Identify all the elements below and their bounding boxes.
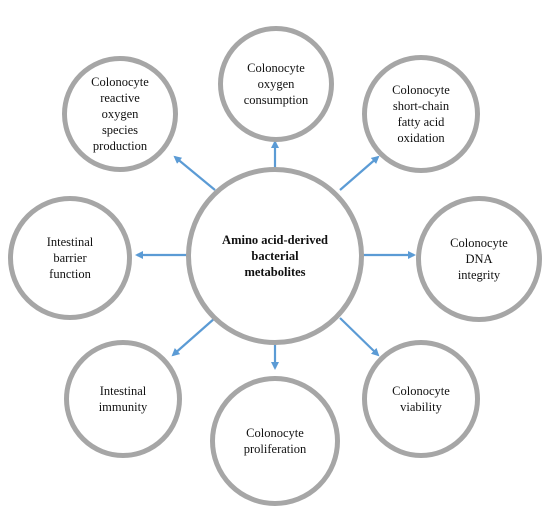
node-ros-line-2: reactive: [100, 91, 140, 105]
node-viability-line-2: viability: [400, 400, 442, 414]
node-ros-line-3: oxygen: [101, 107, 139, 121]
node-dna-line-3: integrity: [457, 268, 501, 282]
node-barrier-line-1: Intestinal: [46, 235, 94, 249]
node-proliferation-line-1: Colonocyte: [246, 426, 304, 440]
node-ros-line-1: Colonocyte: [91, 75, 149, 89]
center-line-2: bacterial: [251, 249, 299, 263]
node-immunity-line-2: immunity: [98, 400, 148, 414]
node-scfa-oxidation: Colonocyte short-chain fatty acid oxidation: [362, 55, 480, 173]
node-scfa-line-2: short-chain: [392, 99, 450, 113]
node-scfa-line-1: Colonocyte: [392, 83, 450, 97]
node-colonocyte-proliferation: Colonocyte proliferation: [210, 376, 340, 506]
node-colonocyte-viability: Colonocyte viability: [362, 340, 480, 458]
arrow-to-ros: [173, 155, 216, 191]
node-scfa-line-3: fatty acid: [397, 115, 445, 129]
node-oxygen-line-3: consumption: [243, 93, 309, 107]
node-viability-line-1: Colonocyte: [392, 384, 450, 398]
center-line-3: metabolites: [244, 265, 306, 279]
node-oxygen-line-1: Colonocyte: [247, 61, 305, 75]
node-intestinal-immunity: Intestinal immunity: [64, 340, 182, 458]
node-immunity-line-1: Intestinal: [99, 384, 147, 398]
node-dna-line-2: DNA: [465, 252, 493, 266]
arrow-to-scfa: [339, 155, 380, 191]
node-oxygen-line-2: oxygen: [257, 77, 295, 91]
node-ros-line-5: production: [92, 139, 148, 153]
node-barrier-function: Intestinal barrier function: [8, 196, 132, 320]
node-center-metabolites: Amino acid-derived bacterial metabolites: [186, 167, 364, 345]
node-oxygen-consumption: Colonocyte oxygen consumption: [218, 26, 334, 142]
node-scfa-line-4: oxidation: [397, 131, 445, 145]
center-line-1: Amino acid-derived: [222, 233, 328, 247]
arrow-to-viability: [339, 317, 380, 357]
node-barrier-line-2: barrier: [53, 251, 87, 265]
node-proliferation-line-2: proliferation: [243, 442, 307, 456]
node-ros-production: Colonocyte reactive oxygen species productio…: [62, 56, 178, 172]
node-ros-line-4: species: [101, 123, 139, 137]
node-dna-line-1: Colonocyte: [450, 236, 508, 250]
arrow-to-immunity: [171, 317, 216, 357]
node-barrier-line-3: function: [49, 267, 91, 281]
